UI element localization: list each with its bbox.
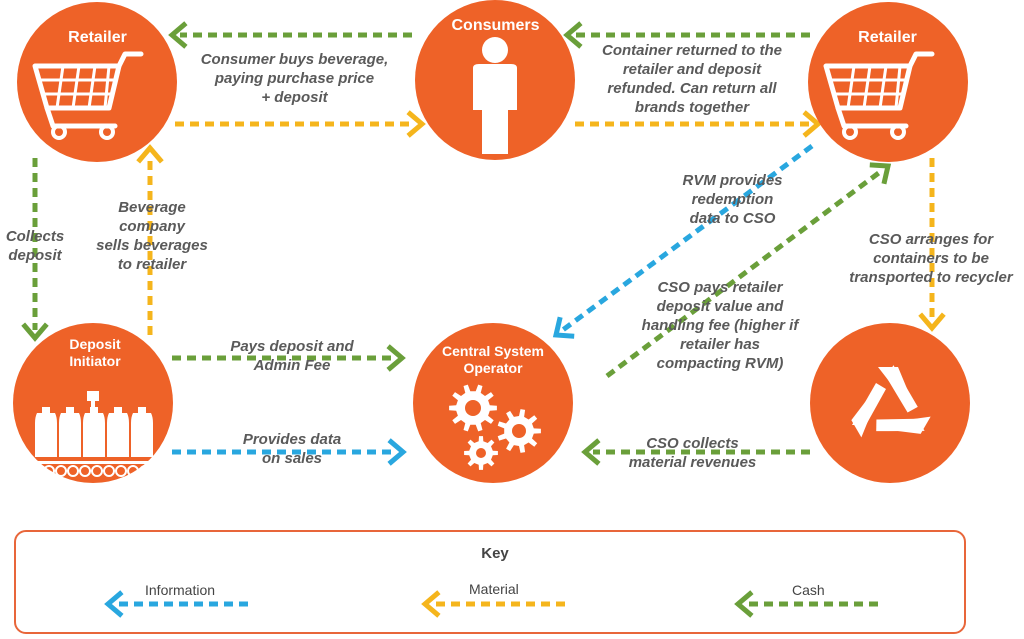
key-title: Key xyxy=(481,545,509,562)
label-provides-data: Provides data on sales xyxy=(242,431,342,467)
label-cso-pays: CSO pays retailer deposit value and hand… xyxy=(641,279,799,372)
recycle-icon xyxy=(851,365,931,438)
retailer-left-title: Retailer xyxy=(68,29,127,46)
arrow-pays-deposit-cash xyxy=(172,344,406,372)
nodes-layer xyxy=(13,0,970,483)
key-material-arrow xyxy=(421,590,565,618)
central-system-operator-title: Central System Operator xyxy=(442,343,544,376)
deposit-initiator-title: Deposit Initiator xyxy=(69,336,121,369)
key-box xyxy=(14,530,966,634)
key-material-label: Material xyxy=(469,581,519,597)
shopping-cart-icon xyxy=(32,51,144,140)
central-system-operator-node xyxy=(413,323,573,483)
arrow-rvm-data-information xyxy=(552,143,814,339)
key-information-label: Information xyxy=(145,582,216,598)
arrow-collects-deposit-cash xyxy=(21,158,49,342)
label-cso-collects: CSO collects material revenues xyxy=(628,435,757,471)
label-beverage-company: Beverage company sells beverages to reta… xyxy=(96,199,208,273)
person-icon xyxy=(473,37,517,154)
label-collects-deposit: Collects deposit xyxy=(5,228,65,264)
key-cash-label: Cash xyxy=(792,582,825,598)
consumers-node xyxy=(415,0,575,160)
arrow-consumer-to-retailer-right-material xyxy=(575,110,822,138)
arrows-layer xyxy=(21,21,946,618)
key-cash-arrow xyxy=(734,590,878,618)
retailer-right-node xyxy=(808,2,968,162)
recycler-node xyxy=(810,323,970,483)
arrow-beverage-to-retailer-material xyxy=(136,144,164,335)
arrow-retailer-right-to-consumer-cash xyxy=(563,21,810,49)
label-rvm-provides: RVM provides redemption data to CSO xyxy=(682,172,783,227)
label-cso-arranges: CSO arranges for containers to be transp… xyxy=(849,231,1013,286)
label-consumer-buys: Consumer buys beverage, paying purchase … xyxy=(200,51,389,106)
arrow-cso-collects-cash xyxy=(581,438,810,466)
retailer-left-node xyxy=(17,2,177,162)
bottling-line-icon xyxy=(31,391,163,477)
retailer-right-title: Retailer xyxy=(858,29,917,46)
arrow-provides-data-information xyxy=(172,438,407,466)
arrow-cso-arranges-material xyxy=(918,158,946,332)
arrow-retailer-to-consumer-material xyxy=(175,110,426,138)
key-information-arrow xyxy=(104,590,248,618)
label-container-returned: Container returned to the retailer and d… xyxy=(601,42,782,116)
deposit-initiator-node xyxy=(13,323,173,483)
arrow-cso-pays-retailer-cash xyxy=(605,162,892,379)
gears-icon xyxy=(449,384,541,470)
consumers-title: Consumers xyxy=(451,17,540,34)
shopping-cart-icon xyxy=(823,51,935,140)
label-pays-deposit: Pays deposit and Admin Fee xyxy=(230,338,354,374)
arrow-consumer-to-retailer-cash xyxy=(168,21,412,49)
